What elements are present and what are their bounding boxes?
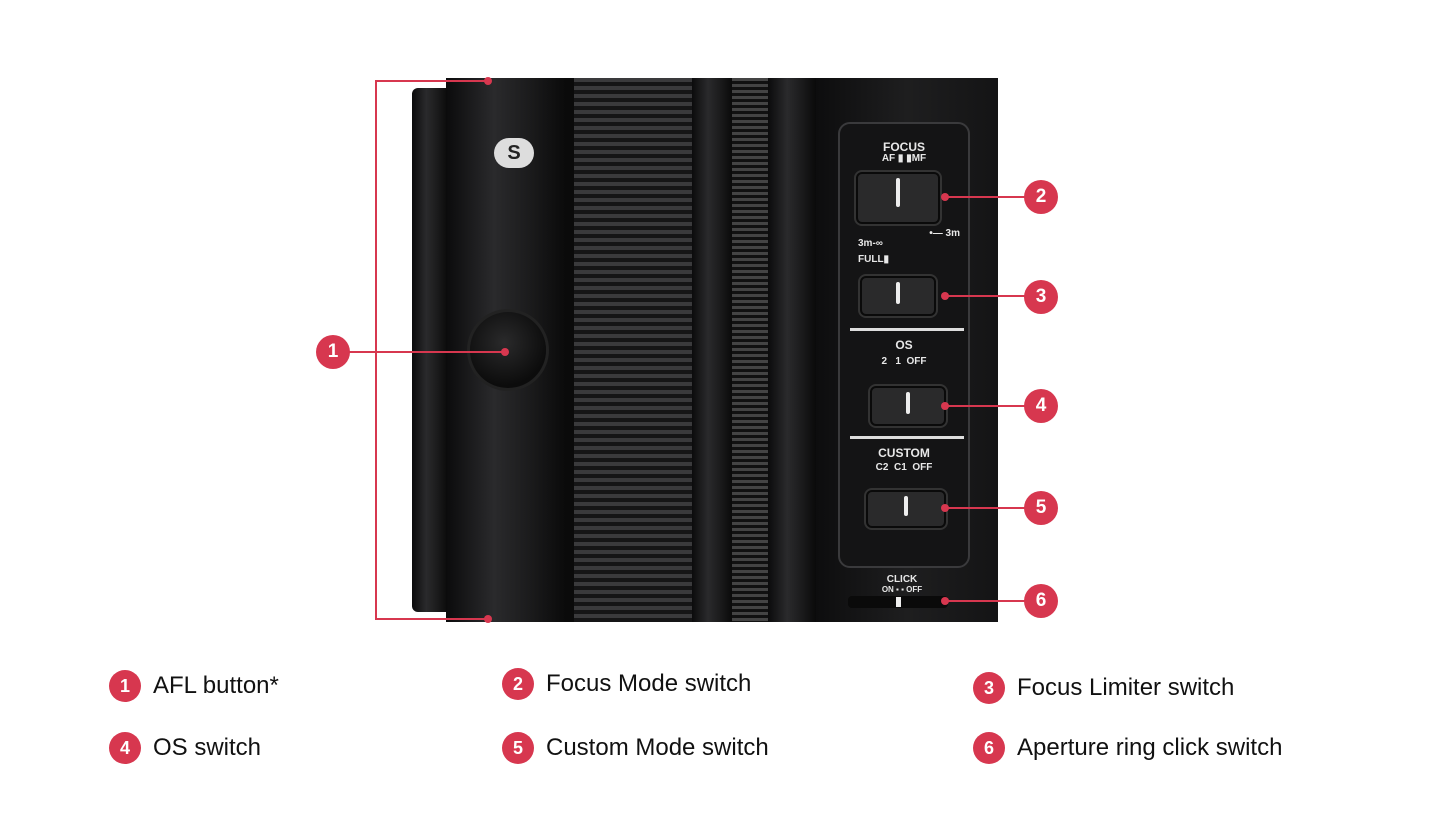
logo-badge: S bbox=[494, 138, 534, 168]
legend-label: Focus Limiter switch bbox=[1017, 674, 1235, 701]
custom-title: CUSTOM bbox=[878, 446, 930, 460]
lens-rear-barrel bbox=[768, 78, 816, 622]
legend-label: Aperture ring click switch bbox=[1017, 734, 1283, 761]
callout-line bbox=[945, 600, 1041, 602]
callout-dot bbox=[484, 615, 492, 623]
callout-badge-6: 6 bbox=[1024, 584, 1058, 618]
callout-badge-2: 2 bbox=[1024, 180, 1058, 214]
aperture-click-switch[interactable] bbox=[848, 596, 948, 608]
legend-item: 5 Custom Mode switch bbox=[502, 732, 769, 764]
focus-positions: AF ▮ ▮MF bbox=[881, 153, 927, 164]
legend-label: AFL button* bbox=[153, 672, 279, 699]
legend-badge: 1 bbox=[109, 670, 141, 702]
divider bbox=[850, 328, 964, 331]
limiter-left-top: 3m-∞ bbox=[858, 238, 883, 249]
legend-item: 3 Focus Limiter switch bbox=[973, 672, 1234, 704]
callout-badge-3: 3 bbox=[1024, 280, 1058, 314]
callout-dot bbox=[941, 597, 949, 605]
legend-badge: 5 bbox=[502, 732, 534, 764]
callout-line bbox=[375, 618, 488, 620]
legend-item: 1 AFL button* bbox=[109, 670, 279, 702]
legend-badge: 3 bbox=[973, 672, 1005, 704]
legend-label: Focus Mode switch bbox=[546, 670, 752, 697]
focus-title: FOCUS bbox=[883, 140, 925, 154]
limiter-top-label: •— 3m bbox=[929, 228, 960, 239]
callout-line bbox=[333, 351, 505, 353]
legend-badge: 4 bbox=[109, 732, 141, 764]
divider bbox=[850, 436, 964, 439]
callout-badge-1: 1 bbox=[316, 335, 350, 369]
limiter-left-bottom: FULL▮ bbox=[858, 254, 890, 265]
callout-line bbox=[945, 295, 1041, 297]
callout-dot bbox=[941, 193, 949, 201]
os-title: OS bbox=[895, 338, 913, 352]
focus-mode-switch[interactable] bbox=[856, 172, 940, 224]
switch-panel: FOCUS AF ▮ ▮MF •— 3m 3m-∞ FULL▮ OS 2 1 O… bbox=[838, 122, 970, 568]
legend-badge: 2 bbox=[502, 668, 534, 700]
custom-mode-switch[interactable] bbox=[866, 490, 946, 528]
callout-dot bbox=[484, 77, 492, 85]
callout-dot bbox=[501, 348, 509, 356]
callout-bracket bbox=[375, 80, 377, 620]
callout-dot bbox=[941, 504, 949, 512]
os-switch[interactable] bbox=[870, 386, 946, 426]
custom-positions: C2 C1 OFF bbox=[875, 462, 933, 473]
callout-line bbox=[375, 80, 488, 82]
callout-dot bbox=[941, 292, 949, 300]
aperture-ring[interactable] bbox=[732, 78, 768, 622]
lens-hood-rim bbox=[412, 88, 448, 612]
legend-label: Custom Mode switch bbox=[546, 734, 769, 761]
lens-mid-barrel bbox=[692, 78, 732, 622]
callout-badge-4: 4 bbox=[1024, 389, 1058, 423]
callout-line bbox=[945, 196, 1041, 198]
focus-limiter-switch[interactable] bbox=[860, 276, 936, 316]
legend-badge: 6 bbox=[973, 732, 1005, 764]
legend-item: 6 Aperture ring click switch bbox=[973, 732, 1282, 764]
legend-item: 2 Focus Mode switch bbox=[502, 668, 751, 700]
callout-badge-5: 5 bbox=[1024, 491, 1058, 525]
legend-item: 4 OS switch bbox=[109, 732, 261, 764]
callout-line bbox=[945, 405, 1041, 407]
callout-line bbox=[945, 507, 1041, 509]
click-title: CLICK bbox=[886, 574, 918, 585]
legend-label: OS switch bbox=[153, 734, 262, 761]
os-positions: 2 1 OFF bbox=[881, 356, 927, 367]
click-positions: ON ▪ ▪ OFF bbox=[881, 585, 923, 594]
callout-dot bbox=[941, 402, 949, 410]
separator-ring bbox=[566, 78, 574, 622]
zoom-ring[interactable] bbox=[574, 78, 692, 622]
